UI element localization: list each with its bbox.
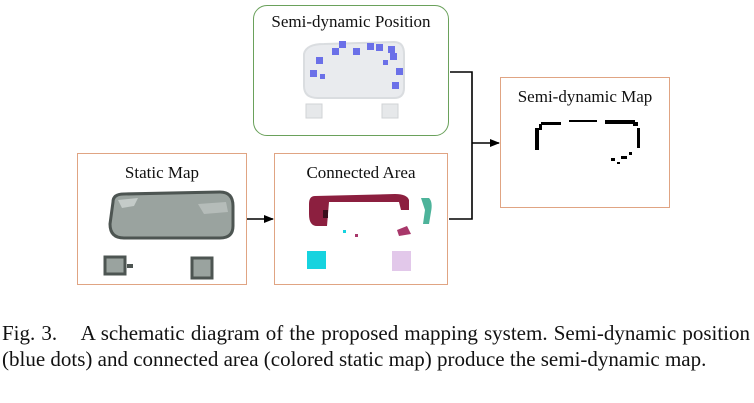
semi-dynamic-position-image — [303, 40, 405, 119]
blue-dots — [310, 41, 403, 89]
connected-area-panel: Connected Area — [274, 153, 448, 285]
semi-dynamic-map-image — [535, 120, 640, 164]
semi-dynamic-map-panel: Semi-dynamic Map — [500, 77, 670, 208]
connector-connected — [449, 143, 473, 220]
connected-area-image — [307, 194, 432, 271]
semi-dynamic-map-title: Semi-dynamic Map — [517, 87, 653, 106]
semi-dynamic-map-edges — [535, 120, 640, 164]
static-map-title: Static Map — [124, 163, 200, 182]
figure-caption: Fig. 3. A schematic diagram of the propo… — [2, 320, 750, 372]
static-map-panel: Static Map — [77, 153, 247, 285]
connected-area-title: Connected Area — [306, 163, 416, 182]
connector-position — [450, 71, 473, 143]
static-map-image — [103, 190, 235, 280]
flow-arrows — [247, 71, 500, 223]
caption-label: Fig. 3. — [2, 321, 58, 345]
caption-text: A schematic diagram of the proposed mapp… — [2, 321, 751, 371]
semi-dynamic-position-title: Semi-dynamic Position — [271, 12, 431, 31]
semi-dynamic-position-panel: Semi-dynamic Position — [253, 5, 449, 136]
